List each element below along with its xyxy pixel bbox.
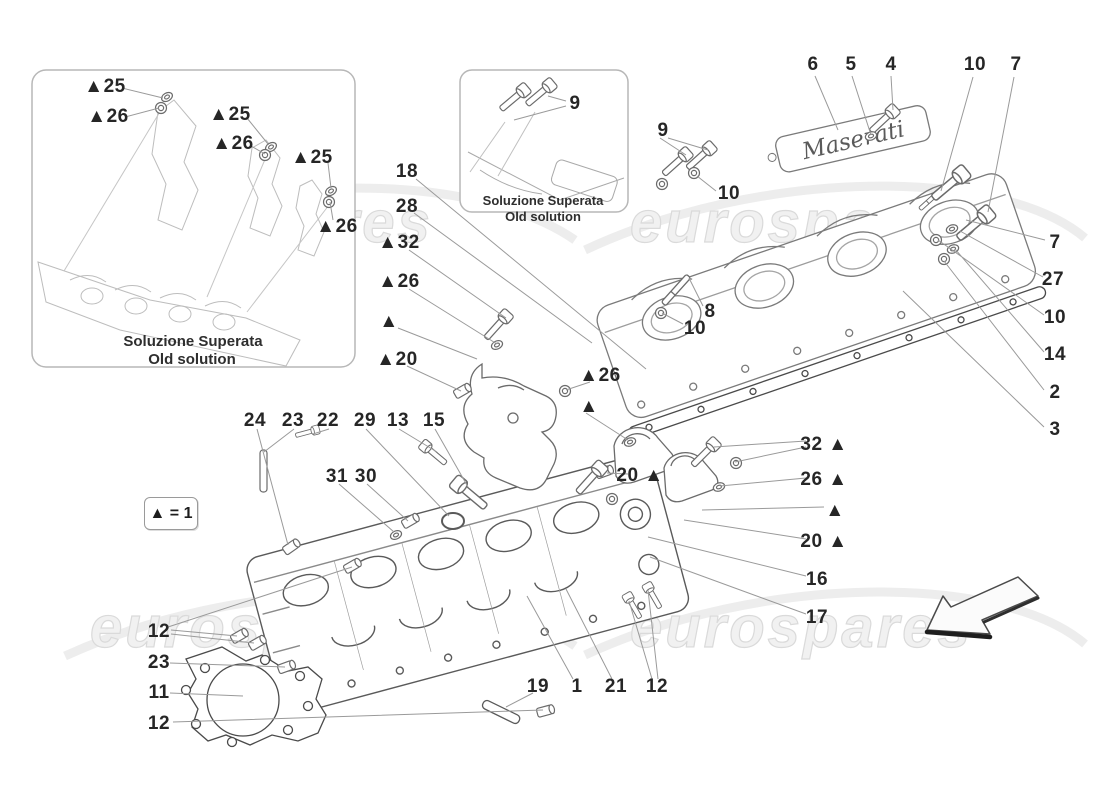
watermark-text: eurospares [630, 595, 973, 660]
direction-arrow [924, 576, 1040, 640]
old-cover-sketch [467, 111, 625, 202]
leader-lines [121, 75, 1046, 723]
maserati-plaque: Maserati [767, 105, 931, 173]
valve-cover: Maserati [596, 105, 1047, 439]
inset2-caption-line2: Old solution [505, 209, 581, 224]
front-bracket [463, 362, 557, 491]
legend-text: ▲ = 1 [149, 504, 193, 522]
head-stud [259, 449, 268, 493]
cylinder-head [246, 449, 690, 725]
inset-old-solution-bolts: Soluzione Superata Old solution [459, 69, 629, 224]
dowel-pin [481, 699, 521, 725]
inset-old-solution-head: Soluzione Superata Old solution [31, 69, 356, 368]
old-head-sketch [37, 99, 330, 367]
inset1-caption-line2: Old solution [148, 351, 236, 368]
inset2-caption-line1: Soluzione Superata [483, 193, 604, 208]
legend-box: ▲ = 1 [144, 497, 198, 530]
inset1-caption-line1: Soluzione Superata [123, 333, 263, 350]
